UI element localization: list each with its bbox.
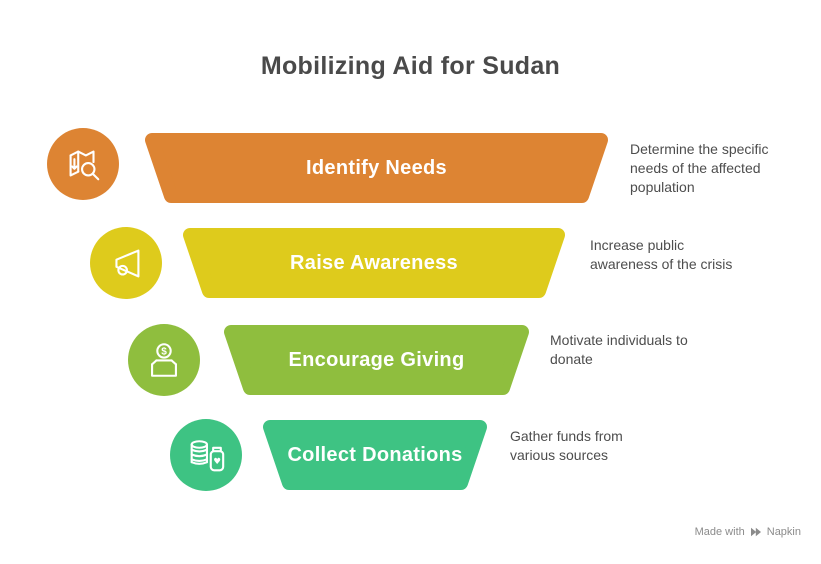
stage-icon-badge-collect-donations: ♥ — [170, 419, 242, 491]
funnel-stage-shape — [183, 228, 565, 298]
napkin-logo-icon — [750, 527, 761, 537]
stage-icon-badge-encourage-giving: $ — [128, 324, 200, 396]
stage-description: Increase public awareness of the crisis — [590, 237, 733, 272]
watermark[interactable]: Made with Napkin — [695, 526, 801, 538]
stage-description: Determine the specific needs of the affe… — [630, 141, 769, 195]
stage-icon-badge-raise-awareness — [90, 227, 162, 299]
stage-description: Motivate individuals to donate — [550, 332, 688, 367]
map-search-icon — [69, 150, 100, 181]
coins-jar-icon: ♥ — [190, 440, 225, 472]
funnel-stage-shape — [145, 133, 608, 203]
watermark-text: Made with — [694, 526, 745, 538]
stage-icon-badge-identify-needs — [47, 128, 119, 200]
page-title: Mobilizing Aid for Sudan — [260, 52, 561, 80]
funnel-stage-shape — [224, 325, 529, 395]
svg-text:$: $ — [161, 346, 167, 357]
funnel-stage-shape — [263, 420, 487, 490]
megaphone-icon — [115, 249, 140, 278]
svg-text:♥: ♥ — [213, 457, 221, 467]
stage-label: Encourage Giving — [288, 349, 465, 371]
stage-label: Raise Awareness — [290, 252, 458, 274]
stage-description: Gather funds from various sources — [510, 428, 623, 463]
watermark-brand: Napkin — [766, 526, 801, 538]
stage-label: Collect Donations — [287, 444, 463, 466]
donation-box-icon: $ — [151, 343, 177, 377]
stage-label: Identify Needs — [306, 157, 447, 179]
